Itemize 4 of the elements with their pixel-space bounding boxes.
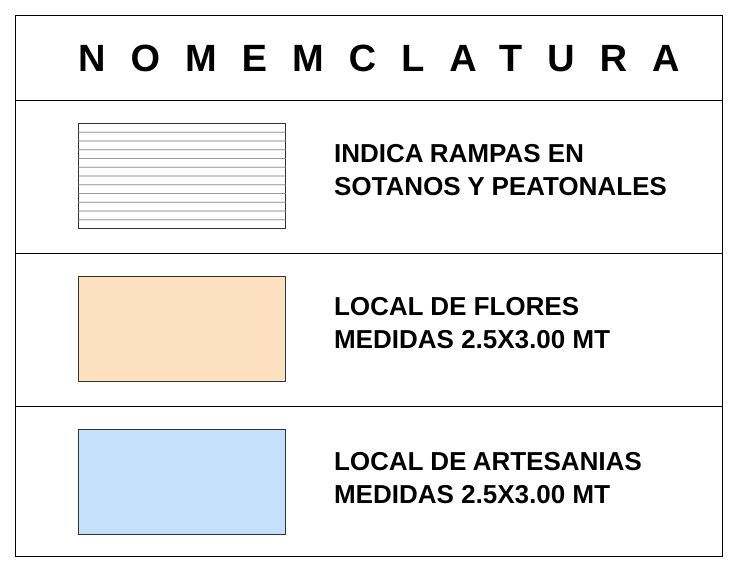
legend-title: NOMEMCLATURA	[78, 38, 704, 81]
legend-text: LOCAL DE FLORES MEDIDAS 2.5X3.00 MT	[334, 290, 611, 356]
legend-text: LOCAL DE ARTESANIAS MEDIDAS 2.5X3.00 MT	[334, 445, 643, 511]
legend-text: INDICA RAMPAS EN SOTANOS Y PEATONALES	[334, 137, 668, 203]
